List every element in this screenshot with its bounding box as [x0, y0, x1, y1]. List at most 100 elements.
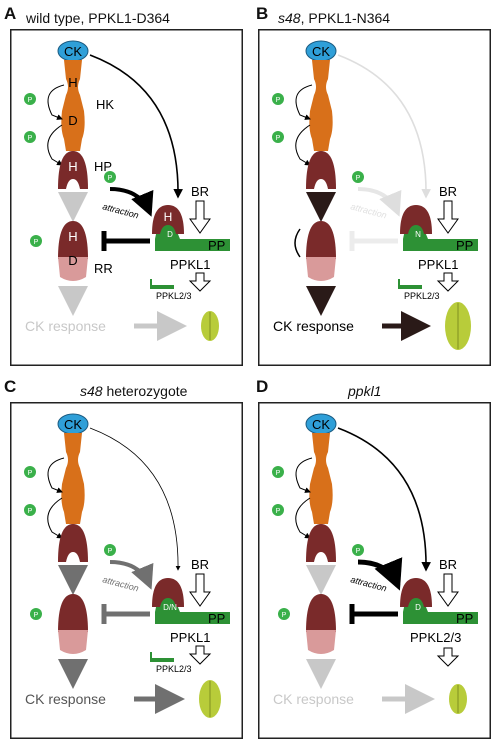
phospho-icon	[30, 608, 42, 620]
phospho-p-label: P	[108, 548, 113, 555]
transfer-arrow	[47, 457, 65, 493]
panel-c-title-italic: s48	[80, 383, 103, 399]
ppkl23-label: PPKL2/3	[156, 291, 192, 301]
pp-label: PP	[456, 238, 473, 253]
phospho-icon	[24, 466, 36, 478]
ppkl23-d-label: D	[415, 603, 421, 612]
ck-response-label: CK response	[25, 318, 106, 334]
ppkl1-dn-label: D/N	[163, 603, 177, 612]
phospho-icon	[104, 544, 116, 556]
panel-d-frame	[258, 402, 491, 739]
hk-protein	[61, 60, 85, 151]
phospho-icon	[272, 504, 284, 516]
rr-hp-part	[58, 221, 88, 259]
hk-label: HK	[96, 97, 114, 112]
panel-b-diagram: CK P P P attraction N PP PPKL1 BR PPKL2/…	[258, 29, 491, 366]
phospho-p-label: P	[356, 548, 361, 555]
br-arrow	[437, 200, 459, 234]
attraction-label: attraction	[101, 574, 139, 593]
ppkl1-bar	[155, 239, 230, 251]
panel-a-diagram: CK H D HK P P H HP P attraction H D RR P…	[10, 29, 243, 366]
phospho-icon	[24, 131, 36, 143]
phospho-p-label: P	[108, 175, 113, 182]
panel-a-title-text: wild type, PPKL1-D364	[26, 10, 170, 26]
pp-label: PP	[208, 238, 225, 253]
ppkl1-d-label: D	[167, 230, 173, 239]
attraction-arrow	[109, 560, 154, 590]
ppkl1-bar	[155, 612, 230, 624]
ppkl-down-arrow	[436, 272, 460, 292]
panel-d-diagram: CK P P P attraction P D PP PPKL2/3 BR CK…	[258, 402, 491, 739]
panel-a-frame	[10, 29, 243, 366]
phospho-icon	[24, 504, 36, 516]
panel-c-title-text: heterozygote	[102, 383, 188, 399]
phospho-icon	[272, 93, 284, 105]
ck-ppkl23-arrow	[337, 427, 431, 572]
hp-protein	[58, 151, 88, 189]
rr-protein	[306, 257, 336, 281]
transfer-arrow	[295, 457, 313, 493]
ck-response-label: CK response	[25, 691, 106, 707]
hp-bound	[152, 205, 184, 234]
ck-label: CK	[312, 417, 330, 432]
phospho-icon	[272, 131, 284, 143]
attraction-label: attraction	[349, 574, 387, 593]
rr-hp-part	[306, 221, 336, 259]
ck-ppkl1-arrow	[89, 427, 181, 571]
panel-d-title: ppkl1	[348, 383, 381, 399]
br-label: BR	[439, 184, 457, 199]
ppkl1-label: PPKL1	[170, 630, 210, 645]
rr-protein	[306, 630, 336, 654]
hk-protein	[61, 433, 85, 524]
rr-d-label: D	[68, 253, 77, 268]
panel-c-diagram: CK P P P attraction P D/N PP PPKL1 BR PP…	[10, 402, 243, 739]
phospho-p-label: P	[282, 612, 287, 619]
ppkl-down-arrow	[188, 272, 212, 292]
attraction-label: attraction	[349, 201, 387, 220]
phospho-icon	[278, 608, 290, 620]
phospho-icon	[30, 235, 42, 247]
hp-protein	[306, 524, 336, 562]
panel-c-frame	[10, 402, 243, 739]
transfer-arrow	[295, 84, 313, 120]
transfer-arrow	[295, 497, 311, 539]
attraction-arrow	[357, 187, 402, 217]
phospho-p-label: P	[28, 470, 33, 477]
hp-bound-h-label: H	[164, 210, 173, 224]
panel-a-title: wild type, PPKL1-D364	[26, 10, 170, 26]
panel-b-letter: B	[256, 4, 269, 23]
ppkl23-main-label: PPKL2/3	[410, 630, 461, 645]
hp-protein	[58, 524, 88, 562]
panel-c-letter: C	[4, 377, 17, 396]
ppkl1-n-label: N	[415, 230, 421, 239]
phospho-icon	[24, 93, 36, 105]
br-arrow	[189, 573, 211, 607]
hk-d-label: D	[68, 113, 77, 128]
phospho-p-label: P	[34, 612, 39, 619]
transfer-arrow	[47, 497, 63, 539]
panel-b-title-text: , PPKL1-N364	[300, 10, 391, 26]
phospho-icon	[272, 466, 284, 478]
rr-hp-part	[306, 594, 336, 632]
pp-label: PP	[456, 611, 473, 626]
panel-c-title: s48 heterozygote	[80, 383, 187, 399]
transfer-arrow	[47, 124, 63, 166]
hp-h-label: H	[68, 159, 77, 174]
ck-label: CK	[64, 417, 82, 432]
hk-protein	[309, 433, 333, 524]
ppkl1-bar	[403, 239, 478, 251]
hp-label: HP	[94, 159, 112, 174]
panel-b-frame	[258, 29, 491, 366]
ppkl23-shape	[150, 279, 174, 289]
hk-h-label: H	[68, 75, 77, 90]
phospho-p-label: P	[28, 135, 33, 142]
panel-a-letter: A	[4, 4, 17, 23]
ppkl-down-arrow	[436, 647, 460, 667]
rr-protein	[58, 630, 88, 654]
attraction-arrow	[357, 557, 403, 591]
phospho-p-label: P	[276, 508, 281, 515]
br-label: BR	[191, 557, 209, 572]
rr-phospho-bracket	[294, 228, 301, 258]
hp-bound	[400, 578, 432, 607]
panel-b-title-italic: s48	[278, 10, 301, 26]
